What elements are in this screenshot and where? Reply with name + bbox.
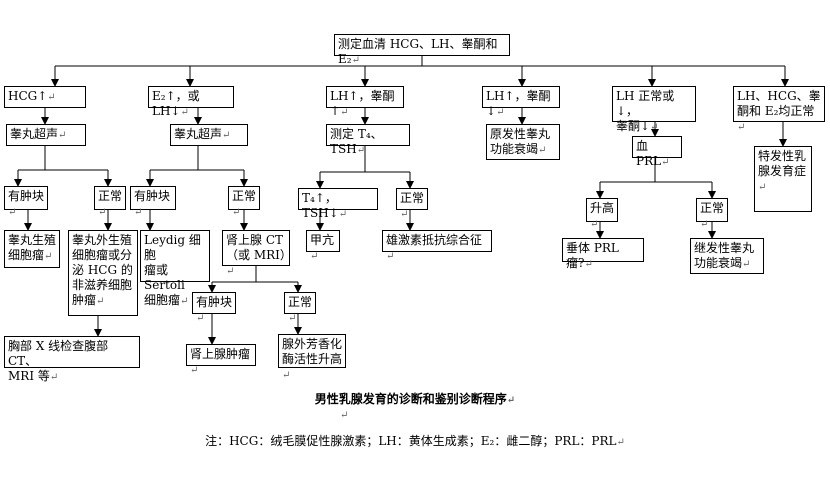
mass-node-2: 有肿块↵: [130, 186, 176, 218]
adrenal-tumor-node: 肾上腺肿瘤↵: [186, 344, 256, 376]
lh-up-t-up-node: LH↑，睾酮↑↵: [326, 86, 404, 118]
all-normal-node: LH、HCG、睾 酮和 E₂均正常↵: [733, 86, 825, 133]
primary-hypogonadism: 原发性睾丸 功能衰竭↵: [486, 124, 560, 160]
prl-test: 血 PRL↵: [632, 136, 682, 168]
normal-node-2: 正常↵: [228, 186, 260, 218]
idiopathic-node: 特发性乳 腺发育症↵: [754, 146, 812, 212]
root-node: 测定血清 HCG、LH、睾酮和 E₂↵: [334, 34, 510, 66]
e2-up-node: E₂↑，或 LH↓↵: [148, 86, 234, 118]
lh-normal-node: LH 正常或↓， 睾酮↓↵: [612, 86, 696, 133]
mass-node-3: 有肿块↵: [192, 292, 236, 324]
germ-cell-tumor: 睾丸生殖 细胞瘤↵: [4, 230, 60, 268]
t4-tsh-test: 测定 T₄、TSH↵: [326, 124, 410, 156]
normal-node-1: 正常↵: [94, 186, 126, 218]
caption-mark: ↵: [340, 410, 349, 421]
t4-up-node: T₄↑，TSH↓↵: [298, 188, 378, 220]
hcg-up-node: HCG↑↵: [4, 86, 86, 108]
normal-node-5: 正常↵: [284, 292, 316, 324]
prl-high-node: 升高↵: [586, 198, 618, 230]
extragonadal-tumor: 睾丸外生殖 细胞瘤或分 泌 HCG 的 非滋养细胞 肿瘤↵: [68, 230, 138, 316]
testis-ultrasound-1: 睾丸超声↵: [6, 124, 86, 146]
abbreviation-note: 注：HCG：绒毛膜促性腺激素；LH：黄体生成素；E₂：雌二醇；PRL：PRL↵: [205, 434, 625, 448]
figure-caption: 男性乳腺发育的诊断和鉴别诊断程序↵: [314, 392, 516, 406]
secondary-hypogonadism: 继发性睾丸 功能衰竭↵: [690, 238, 764, 274]
lh-up-t-down-node: LH↑，睾酮↓↵: [482, 86, 560, 118]
testis-ultrasound-2: 睾丸超声↵: [170, 124, 248, 146]
normal-node-4: 正常↵: [696, 198, 728, 230]
androgen-resistance-node: 雄激素抵抗综合征↵: [382, 230, 492, 262]
leydig-sertoli-tumor: Leydig 细胞 瘤或 Sertoli 细胞瘤↵: [140, 230, 210, 307]
normal-node-3: 正常↵: [396, 188, 428, 220]
mass-node-1: 有肿块↵: [4, 186, 48, 218]
hyperthyroidism-node: 甲亢↵: [306, 230, 340, 262]
chest-xray-node: 胸部 X 线检查腹部 CT、 MRI 等↵: [4, 336, 140, 383]
aromatase-node: 腺外芳香化 酶活性升高↵: [278, 334, 346, 381]
adrenal-ct-node: 肾上腺 CT （或 MRI）↵: [222, 230, 292, 277]
pituitary-prl-node: 垂体 PRL 瘤?↵: [562, 238, 644, 270]
